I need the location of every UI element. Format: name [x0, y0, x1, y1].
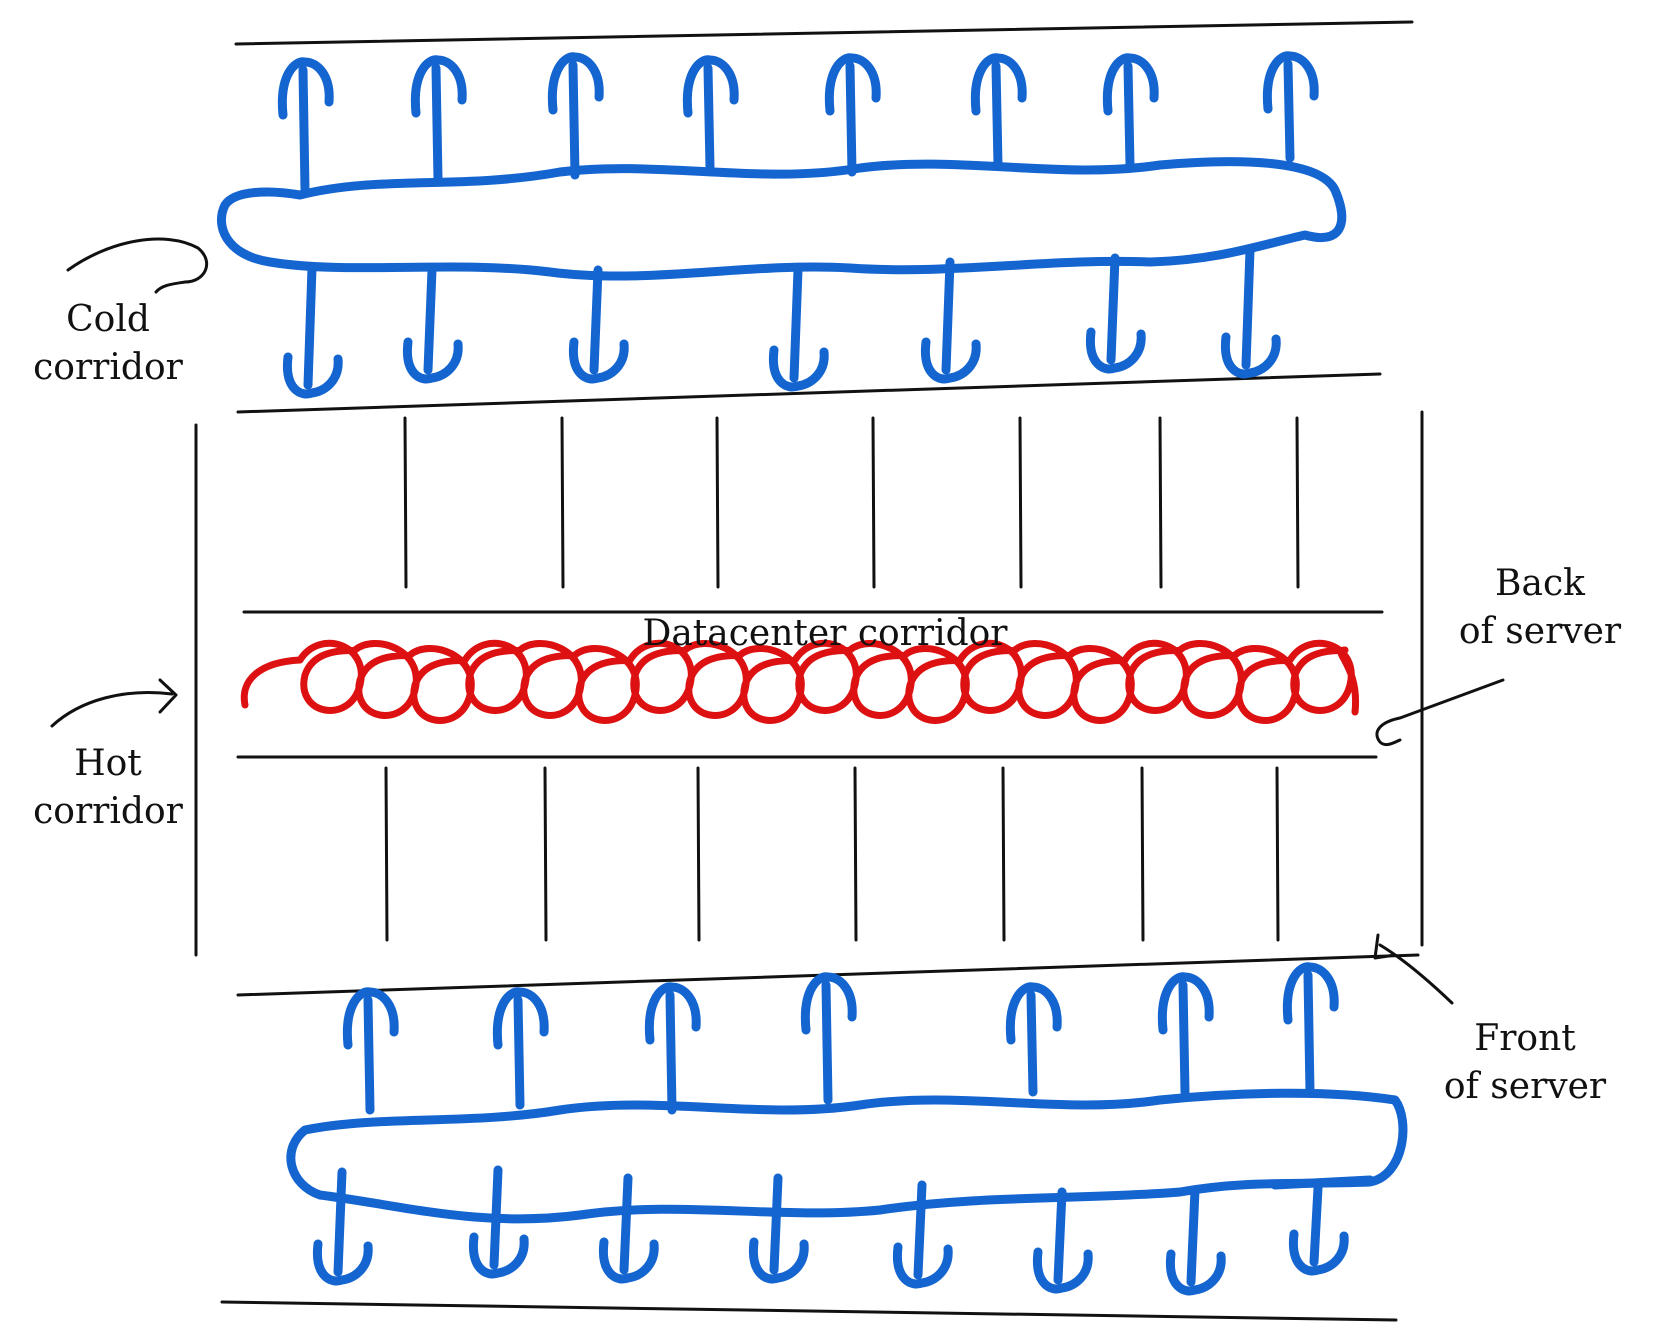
up-arrow	[547, 52, 604, 180]
down-arrow	[1288, 1183, 1349, 1276]
cold-air-arrows-top-down	[282, 245, 1281, 399]
down-arrow	[598, 1173, 659, 1284]
rack-divider	[1001, 766, 1006, 942]
front-corridor-bottom-line	[220, 1300, 1398, 1322]
rack-divider	[1140, 766, 1145, 942]
down-arrow	[312, 1167, 373, 1286]
back-of-server-label-line1: Back	[1495, 563, 1585, 604]
rack-divider	[853, 766, 858, 942]
rack-divider	[384, 766, 389, 942]
hot-air-scribble	[240, 639, 1360, 724]
rack-divider	[560, 416, 565, 589]
up-arrow	[492, 987, 549, 1110]
down-arrow	[920, 257, 981, 384]
rack-divider	[696, 766, 701, 942]
cold-air-arrows-bottom-down	[312, 1165, 1349, 1296]
up-arrow	[410, 55, 467, 185]
rack-divider	[543, 766, 548, 942]
rack-divider	[871, 416, 876, 589]
front-of-server-label-line1: Front	[1474, 1018, 1576, 1059]
up-arrow	[1157, 972, 1214, 1097]
up-arrow	[1282, 962, 1339, 1097]
cold-air-blob-top	[217, 157, 1347, 281]
down-arrow	[892, 1180, 953, 1289]
down-arrow	[568, 265, 629, 384]
up-arrow	[342, 987, 399, 1115]
cold-air-arrows-top-up	[277, 51, 1319, 195]
front-of-server-label-line2: of server	[1443, 1066, 1607, 1107]
cold-corridor-top-line	[234, 20, 1414, 46]
cold-corridor-label-line2: corridor	[33, 347, 183, 388]
rack-divider	[1018, 416, 1023, 589]
up-arrow	[1262, 51, 1319, 163]
back-of-server-label: Back of server	[1435, 560, 1645, 656]
up-arrow	[824, 53, 881, 177]
hot-corridor-label: Hot corridor	[18, 740, 198, 836]
cold-corridor-label: Cold corridor	[18, 296, 198, 392]
up-arrow	[800, 972, 857, 1105]
datacenter-corridor-label-text: Datacenter corridor	[642, 613, 1008, 654]
rack-divider	[403, 416, 408, 589]
down-arrow	[1085, 253, 1146, 374]
down-arrow	[1032, 1187, 1093, 1294]
down-arrow	[282, 263, 343, 399]
datacenter-corridor-label: Datacenter corridor	[560, 610, 1090, 658]
hot-corridor-label-line2: corridor	[33, 791, 183, 832]
down-arrow	[768, 265, 829, 392]
up-arrow	[277, 57, 334, 195]
rack-divider	[715, 416, 720, 589]
up-arrow	[1102, 53, 1159, 170]
cold-air-blob-bottom	[286, 1088, 1408, 1224]
down-arrow	[468, 1165, 529, 1279]
front-of-server-pointer	[1373, 933, 1454, 1005]
rack-dividers-bottom	[384, 766, 1280, 942]
rack-divider	[1275, 766, 1280, 942]
back-of-server-pointer	[1375, 678, 1505, 747]
up-arrow	[644, 982, 701, 1115]
cold-corridor-pointer	[66, 237, 209, 294]
cold-air-arrows-bottom-up	[342, 962, 1339, 1115]
cold-air-accent-stroke	[1270, 1175, 1375, 1190]
hot-corridor-pointer	[50, 678, 178, 728]
up-arrow	[970, 53, 1027, 170]
rack-dividers-top	[403, 416, 1300, 589]
cold-corridor-bottom-line	[236, 372, 1382, 414]
hot-corridor-label-line1: Hot	[74, 743, 142, 784]
back-of-server-label-line2: of server	[1458, 611, 1622, 652]
down-arrow	[1220, 245, 1281, 379]
cold-corridor-label-line1: Cold	[66, 299, 150, 340]
up-arrow	[682, 55, 739, 173]
front-of-server-label: Front of server	[1420, 1015, 1630, 1111]
down-arrow	[748, 1173, 809, 1284]
down-arrow	[1165, 1185, 1226, 1296]
down-arrow	[402, 265, 463, 384]
rack-divider	[1295, 416, 1300, 589]
up-arrow	[1005, 982, 1062, 1097]
hot-air-loops	[240, 639, 1360, 724]
rack-divider	[1158, 416, 1163, 589]
